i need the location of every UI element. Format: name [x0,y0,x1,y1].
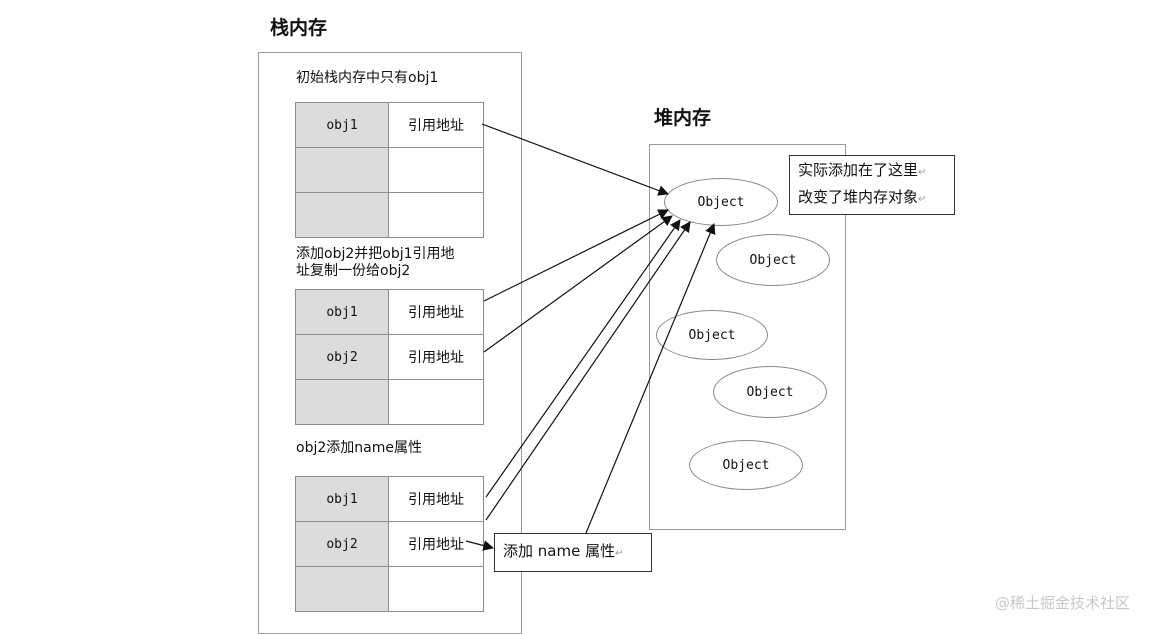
table-row: obj2 引用地址 [295,334,484,380]
table-row [295,566,484,612]
arrow-copy-obj1 [483,209,669,302]
arrow-callout-to-heap [585,223,716,534]
stack-table-copy: obj1 引用地址 obj2 引用地址 [295,289,484,425]
var-name-cell [295,192,389,238]
stack-caption-copy: 添加obj2并把obj1引用地 址复制一份给obj2 [296,246,455,280]
heap-title: 堆内存 [654,107,712,129]
var-value-cell: 引用地址 [388,334,484,380]
var-value-cell [388,379,484,425]
var-value-cell: 引用地址 [388,521,484,567]
add-name-callout: 添加 name 属性↵ [494,533,652,572]
heap-note-line1: 实际添加在了这里↵ [798,161,927,179]
heap-object: Object [689,440,803,490]
table-row [295,147,484,193]
reference-arrows [465,123,716,551]
stack-caption-initial: 初始栈内存中只有obj1 [296,70,439,86]
table-row [295,379,484,425]
stack-table-add-name: obj1 引用地址 obj2 引用地址 [295,476,484,612]
arrow-copy-obj2 [483,215,673,353]
stack-title: 栈内存 [270,17,328,39]
heap-object-shared: Object [664,178,778,226]
table-row: obj1 引用地址 [295,102,484,148]
var-value-cell [388,147,484,193]
arrow-add-obj1 [485,219,681,498]
var-name-cell: obj2 [295,334,389,380]
arrow-initial-obj1 [481,123,670,196]
var-name-cell [295,147,389,193]
var-value-cell: 引用地址 [388,289,484,335]
heap-note-line2: 改变了堆内存对象↵ [798,188,927,206]
stack-caption-copy-line1: 添加obj2并把obj1引用地 [296,246,455,262]
var-value-cell [388,566,484,612]
table-row [295,192,484,238]
arrow-add-obj2 [485,221,691,521]
stack-table-initial: obj1 引用地址 [295,102,484,238]
heap-object: Object [716,234,830,286]
arrow-obj2-to-callout [465,540,495,551]
var-name-cell: obj1 [295,289,389,335]
var-name-cell: obj1 [295,476,389,522]
watermark: @稀土掘金技术社区 [995,594,1131,612]
stack-caption-add-name: obj2添加name属性 [296,440,422,456]
heap-object: Object [713,366,827,418]
var-name-cell [295,379,389,425]
stack-caption-copy-line2: 址复制一份给obj2 [296,263,411,279]
table-row: obj2 引用地址 [295,521,484,567]
var-value-cell: 引用地址 [388,102,484,148]
var-name-cell [295,566,389,612]
table-row: obj1 引用地址 [295,289,484,335]
var-value-cell [388,192,484,238]
heap-note-box: 实际添加在了这里↵ 改变了堆内存对象↵ [789,155,955,215]
